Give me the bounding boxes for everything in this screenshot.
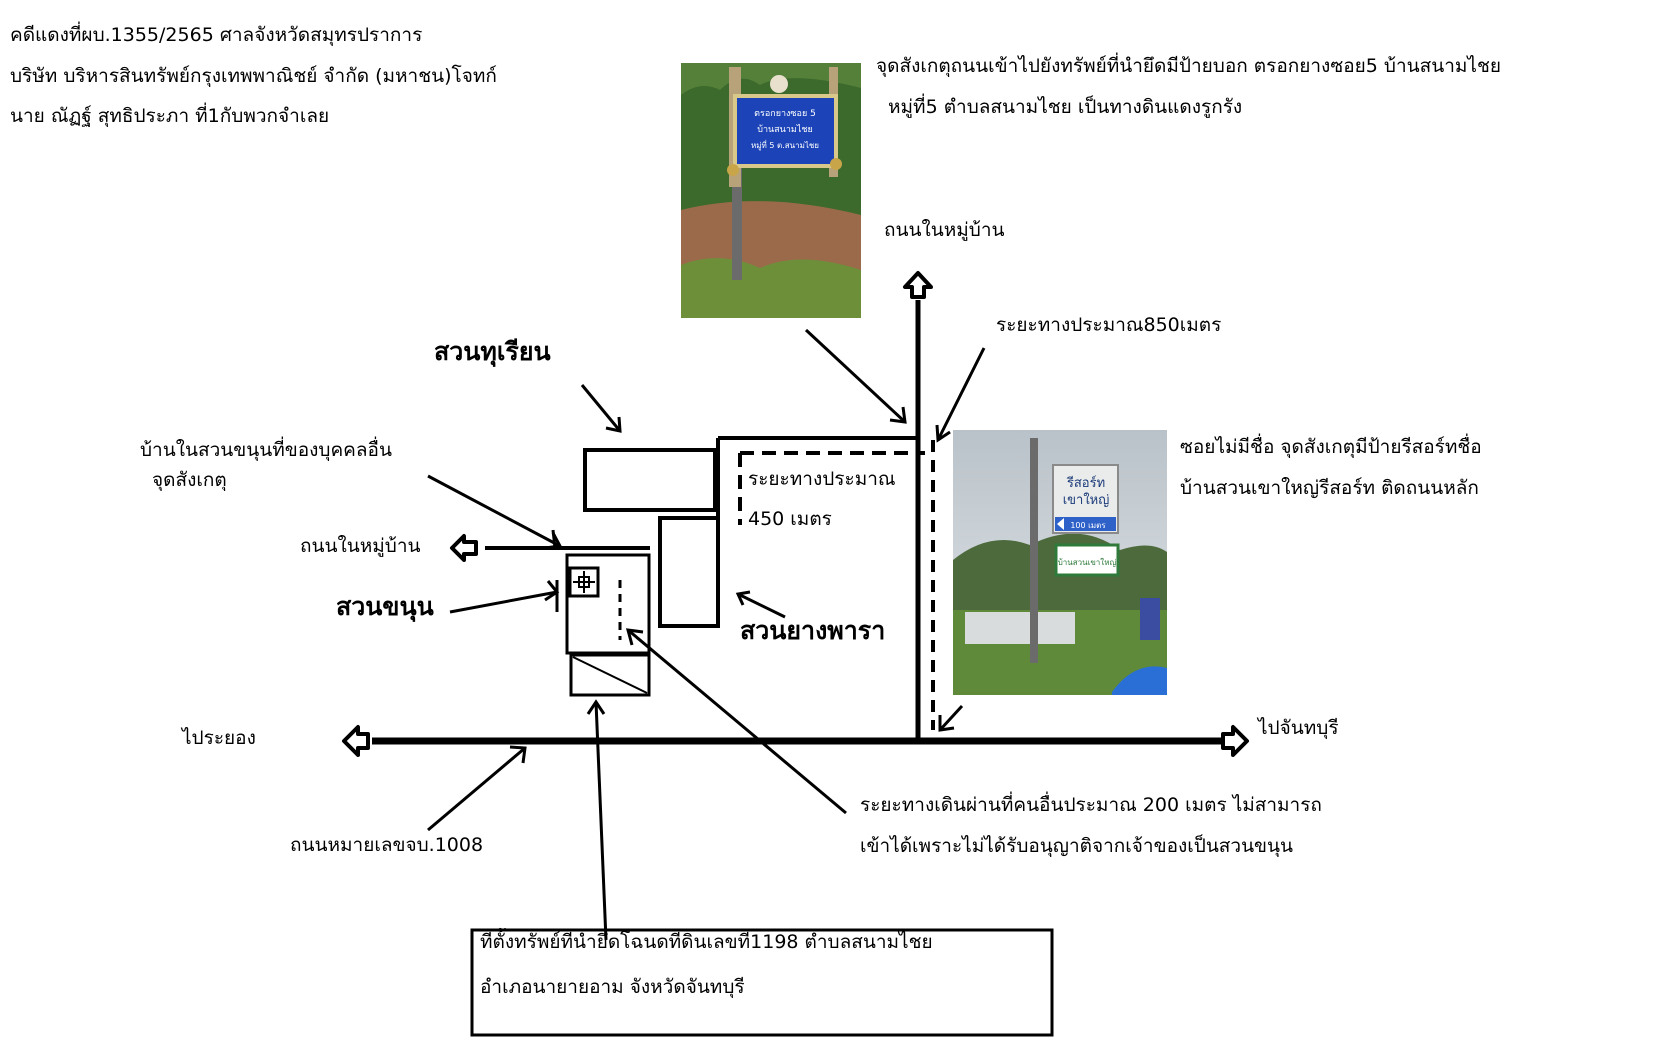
sign-photo-line2: บ้านสนามไชย bbox=[757, 124, 812, 135]
pointer-arrows bbox=[427, 328, 986, 941]
rubber-plot bbox=[658, 516, 720, 628]
highway-number-label: ถนนหมายเลขจบ.1008 bbox=[290, 834, 484, 856]
target-property-plot bbox=[569, 653, 651, 697]
distance-450-label-2: 450 เมตร bbox=[748, 508, 832, 530]
to-chanthaburi-label: ไปจันทบุรี bbox=[1258, 717, 1339, 739]
resort-photo: รีสอร์ท เขาใหญ่ 100 เมตร บ้านสวนเขาใหญ่ bbox=[953, 430, 1167, 695]
dirt-road-west bbox=[450, 436, 918, 562]
unnamed-soi-line2: บ้านสวนเขาใหญ่รีสอร์ท ติดถนนหลัก bbox=[1180, 477, 1479, 499]
walk-note-line1: ระยะทางเดินผ่านที่คนอื่นประมาณ 200 เมตร … bbox=[860, 794, 1322, 816]
village-road-north-label: ถนนในหมู่บ้าน bbox=[884, 219, 1005, 241]
rubber-garden-label: สวนยางพารา bbox=[740, 616, 886, 645]
location-box-line1: ที่ตั้งทรัพย์ที่นำยึดโฉนดที่ดินเลขที่119… bbox=[480, 931, 933, 953]
case-header-line3: นาย ณัฏฐ์ สุทธิประภา ที่1กับพวกจำเลย bbox=[10, 105, 330, 127]
village-road-west-label: ถนนในหมู่บ้าน bbox=[300, 535, 421, 557]
unnamed-soi-line1: ซอยไม่มีชื่อ จุดสังเกตุมีป้ายรีสอร์ทชื่อ bbox=[1180, 436, 1482, 458]
jackfruit-garden-label: สวนขนุน bbox=[336, 592, 434, 621]
sign-photo: ตรอกยางซอย 5 บ้านสนามไชย หมู่ที่ 5 ต.สนา… bbox=[681, 63, 861, 318]
sign-photo-line3: หมู่ที่ 5 ต.สนามไชย bbox=[751, 139, 819, 151]
durian-plot bbox=[583, 448, 717, 512]
case-header-line1: คดีแดงที่ผบ.1355/2565 ศาลจังหวัดสมุทรปรา… bbox=[10, 24, 423, 46]
observation-top-line2: หมู่ที่5 ตำบลสนามไชย เป็นทางดินแดงรูกรัง bbox=[888, 96, 1243, 118]
observation-top-line1: จุดสังเกตุถนนเข้าไปยังทรัพย์ที่นำยึดมีป้… bbox=[876, 55, 1501, 77]
other-owner-house bbox=[568, 566, 600, 598]
resort-sign-line1: รีสอร์ท bbox=[1066, 475, 1105, 491]
location-box-frame bbox=[470, 928, 1054, 1037]
distance-450-label-1: ระยะทางประมาณ bbox=[748, 468, 896, 490]
arrow-to-rayong bbox=[342, 725, 370, 757]
soi-road-north bbox=[903, 271, 933, 741]
arrow-to-chanthaburi bbox=[1221, 725, 1249, 757]
location-box-line2: อำเภอนายายอาม จังหวัดจันทบุรี bbox=[480, 976, 745, 998]
to-rayong-label: ไประยอง bbox=[182, 727, 256, 749]
resort-sign-small: บ้านสวนเขาใหญ่ bbox=[1058, 558, 1117, 567]
distance-450-path bbox=[738, 451, 925, 525]
other-owner-house-label-1: บ้านในสวนขนุนที่ของบุคคลอื่น bbox=[140, 439, 392, 461]
durian-garden-label: สวนทุเรียน bbox=[434, 337, 551, 366]
other-owner-house-label-2: จุดสังเกตุ bbox=[152, 469, 227, 491]
distance-850-label: ระยะทางประมาณ850เมตร bbox=[996, 314, 1222, 336]
resort-sign-line2: เขาใหญ่ bbox=[1063, 492, 1110, 508]
case-header-line2: บริษัท บริหารสินทรัพย์กรุงเทพพาณิชย์ จำก… bbox=[10, 65, 497, 87]
sign-photo-line1: ตรอกยางซอย 5 bbox=[754, 109, 816, 119]
resort-sign-arrow-text: 100 เมตร bbox=[1070, 521, 1106, 530]
walk-note-line2: เข้าได้เพราะไม่ได้รับอนุญาติจากเจ้าของเป… bbox=[860, 835, 1294, 857]
